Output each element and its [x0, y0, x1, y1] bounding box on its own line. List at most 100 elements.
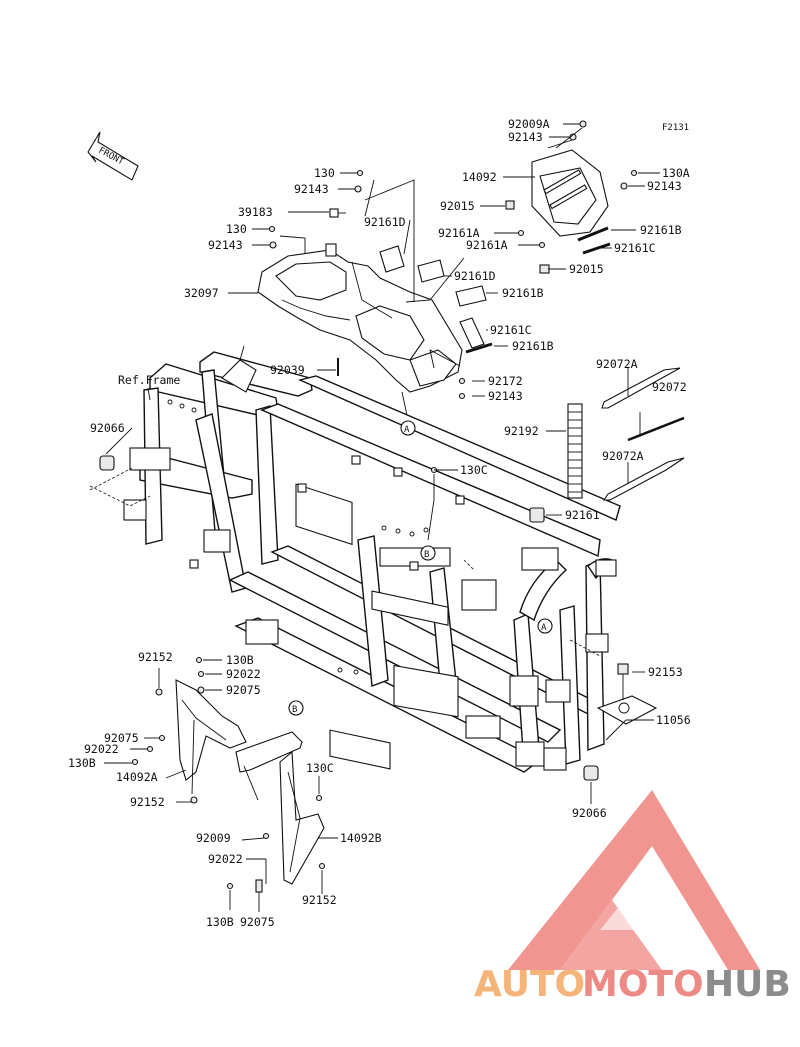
- tube-92192-icon: [567, 403, 583, 499]
- part-label: 92143: [294, 182, 329, 196]
- clip-icon: [539, 264, 550, 274]
- svg-text:A: A: [404, 425, 410, 435]
- washer-icon: [197, 670, 205, 678]
- svg-text:B: B: [292, 705, 297, 715]
- cable-92072a-icon: [602, 457, 685, 501]
- part-label: 32097: [184, 286, 219, 300]
- pad-92161d-icon: [417, 259, 445, 283]
- part-label: 92143: [208, 238, 243, 252]
- nut-icon: [262, 832, 270, 840]
- leader-lines-top: [228, 123, 660, 421]
- washer-icon: [269, 241, 277, 249]
- bracket-icon: [329, 208, 339, 218]
- bolt-icon: [315, 794, 323, 802]
- part-labels: 92009A 92143 14092 130A 92143 92015 9216…: [68, 117, 691, 929]
- grommet-icon: [517, 229, 525, 237]
- part-label: 92066: [90, 421, 125, 435]
- bumper-92066-icon: [99, 455, 115, 471]
- svg-text:AUTO: AUTO: [474, 964, 585, 1005]
- part-label: 39183: [238, 205, 273, 219]
- watermark-text: AUTO MOTO HUB: [474, 964, 791, 1005]
- part-label: 92072: [652, 380, 687, 394]
- bolt-icon: [268, 225, 276, 233]
- part-label: 92072A: [602, 449, 644, 463]
- bolt-icon: [226, 882, 234, 890]
- part-label: 92161B: [512, 339, 554, 353]
- part-label: 92015: [440, 199, 475, 213]
- part-label: 92172: [488, 374, 523, 388]
- part-label: 14092: [462, 170, 497, 184]
- bolt-92153-icon: [617, 663, 629, 675]
- part-label: 92153: [648, 665, 683, 679]
- washer-icon: [197, 686, 205, 694]
- svg-text:A: A: [541, 623, 547, 633]
- part-label: 14092A: [116, 770, 158, 784]
- part-label: 130C: [306, 761, 334, 775]
- washer-icon: [620, 182, 628, 190]
- part-label: 130B: [226, 653, 254, 667]
- part-label: 92161A: [438, 226, 480, 240]
- svg-text:MOTO: MOTO: [582, 964, 704, 1005]
- part-label: 92161A: [466, 238, 508, 252]
- washer-icon: [255, 879, 263, 893]
- part-label: 92075: [104, 731, 139, 745]
- ref-frame-label: Ref.Frame: [118, 373, 180, 387]
- part-label: 92009A: [508, 117, 550, 131]
- figure-code: F2131: [662, 123, 689, 133]
- watermark-logo-icon: [508, 790, 760, 970]
- part-label: 92022: [84, 742, 119, 756]
- washer-icon: [146, 745, 154, 753]
- grommet-92161-icon: [529, 507, 545, 523]
- bracket-14092: [531, 149, 609, 237]
- part-label: 92075: [226, 683, 261, 697]
- nut-icon: [318, 862, 326, 870]
- part-label: 92192: [504, 424, 539, 438]
- pad-92161c-icon: [459, 317, 485, 349]
- pad-92161b-icon: [455, 285, 487, 307]
- view-marker-a: A: [400, 420, 416, 436]
- part-label: 92161: [565, 508, 600, 522]
- part-label: 11056: [656, 713, 691, 727]
- part-label: 92161B: [502, 286, 544, 300]
- clip-icon: [505, 200, 515, 210]
- rear-tray-32097: [257, 243, 463, 393]
- washer-icon: [158, 734, 166, 742]
- part-label: 92152: [130, 795, 165, 809]
- view-marker-a: A: [537, 618, 553, 634]
- part-label: 130B: [68, 756, 96, 770]
- part-label: 92143: [508, 130, 543, 144]
- part-label: 130B: [206, 915, 234, 929]
- bracket-b-plate: [235, 731, 303, 773]
- bolt-icon: [131, 758, 139, 766]
- part-label: 92161D: [364, 215, 406, 229]
- part-label: 130C: [460, 463, 488, 477]
- grommet-icon: [538, 241, 546, 249]
- part-label: 130A: [662, 166, 690, 180]
- part-label: 92152: [138, 650, 173, 664]
- bolt-icon: [356, 169, 364, 177]
- svg-text:HUB: HUB: [704, 964, 791, 1005]
- pad-92161d-icon: [379, 245, 405, 273]
- bolt-icon: [458, 377, 466, 385]
- part-label: 92152: [302, 893, 337, 907]
- svg-text:B: B: [424, 550, 429, 560]
- part-label: 92143: [488, 389, 523, 403]
- bumper-92066-icon: [583, 765, 599, 781]
- part-label: 130: [226, 222, 247, 236]
- nut-icon: [190, 796, 198, 804]
- front-arrow-icon: FRONT: [87, 131, 139, 181]
- part-label: 92143: [647, 179, 682, 193]
- part-label: 92066: [572, 806, 607, 820]
- bolt-icon: [630, 169, 638, 177]
- part-label: 92022: [226, 667, 261, 681]
- part-label: 92161B: [640, 223, 682, 237]
- tie-92072-icon: [627, 416, 685, 442]
- part-label: 92015: [569, 262, 604, 276]
- nut-icon: [579, 120, 587, 128]
- washer-icon: [458, 392, 466, 400]
- part-label: 92022: [208, 852, 243, 866]
- washer-icon: [354, 185, 362, 193]
- part-label: 92161C: [614, 241, 656, 255]
- view-marker-b: B: [420, 545, 436, 561]
